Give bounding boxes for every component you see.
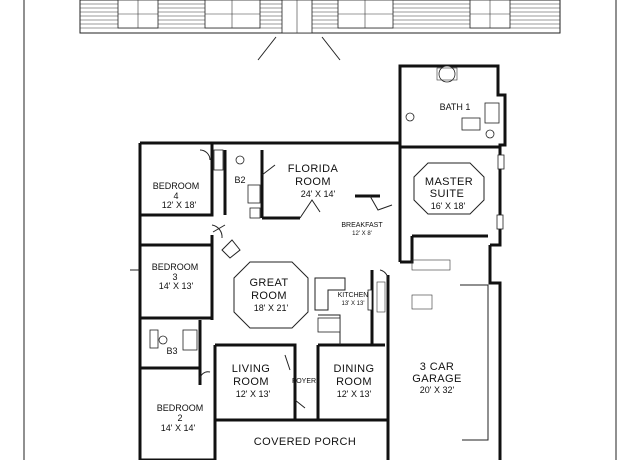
bath1-name: BATH 1 [440, 102, 471, 112]
bedroom4-name-2: 4 [173, 191, 178, 201]
bedroom3-name-1: BEDROOM [152, 262, 199, 272]
page-frame [23, 0, 617, 460]
bedroom2-size: 14' X 14' [161, 423, 196, 433]
living-room-size: 12' X 13' [236, 389, 271, 399]
florida-room-name-1: FLORIDA [288, 163, 339, 175]
dining-room-name-1: DINING [334, 363, 375, 375]
bedroom3-size: 14' X 13' [159, 281, 194, 291]
great-room-size: 18' X 21' [254, 303, 289, 313]
living-room-name-1: LIVING [232, 363, 270, 375]
master-suite-ceiling-octagon [413, 162, 485, 215]
bedroom4-size: 12' X 18' [162, 200, 197, 210]
garage-size: 20' X 32' [420, 385, 455, 395]
kitchen-name: KITCHEN [338, 292, 369, 299]
bedroom2-name-2: 2 [177, 413, 182, 423]
florida-room-size: 24' X 14' [301, 189, 336, 199]
bedroom3-name-2: 3 [172, 272, 177, 282]
room-labels: FLORIDA ROOM 24' X 14' MASTER SUITE 16' … [152, 102, 473, 448]
b2-name: B2 [234, 175, 245, 185]
great-room-ceiling-octagon [233, 261, 309, 329]
dining-room-size: 12' X 13' [337, 389, 372, 399]
fixtures [149, 65, 505, 441]
great-room-name-2: ROOM [251, 290, 287, 302]
breakfast-name: BREAKFAST [341, 222, 383, 229]
doors [130, 149, 393, 409]
covered-porch-name: COVERED PORCH [254, 436, 356, 448]
bedroom4-name-1: BEDROOM [153, 181, 200, 191]
front-elevation [79, 0, 561, 61]
breakfast-size: 12' X 8' [352, 231, 372, 237]
bedroom2-name-1: BEDROOM [157, 403, 204, 413]
great-room-name-1: GREAT [249, 277, 288, 289]
foyer-name: FOYER [292, 378, 316, 385]
kitchen-size: 13' X 13' [342, 301, 365, 307]
b3-name: B3 [166, 346, 177, 356]
dining-room-name-2: ROOM [336, 376, 372, 388]
garage-name-2: GARAGE [412, 373, 461, 385]
master-suite-size: 16' X 18' [431, 201, 466, 211]
living-room-name-2: ROOM [233, 376, 269, 388]
master-suite-name-1: MASTER [425, 176, 473, 188]
garage-name-1: 3 CAR [420, 361, 454, 373]
master-suite-name-2: SUITE [430, 188, 464, 200]
florida-room-name-2: ROOM [295, 176, 331, 188]
